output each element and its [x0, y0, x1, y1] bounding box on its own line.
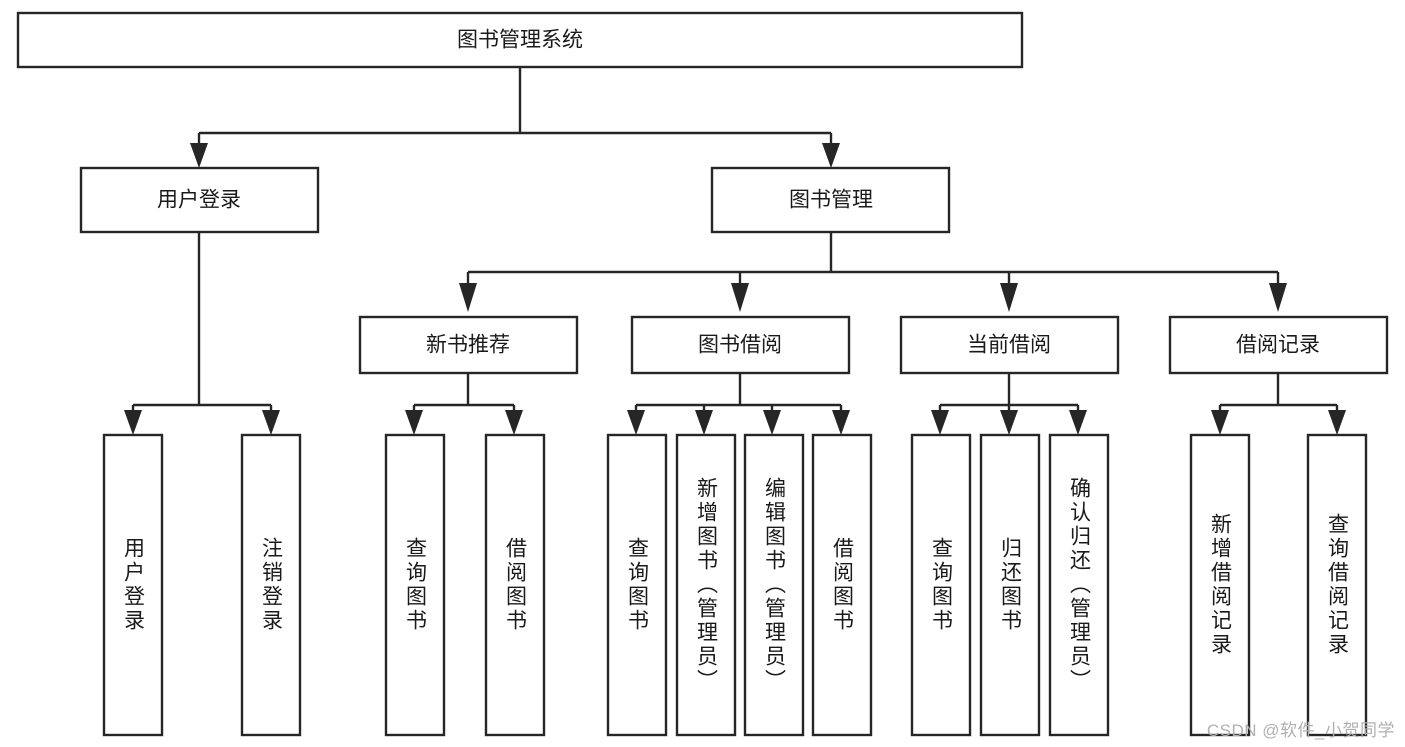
node-book-management-label: 图书管理 — [789, 189, 873, 212]
node-borrow-record-label: 借阅记录 — [1236, 334, 1320, 357]
leaf-book-borrow-edit-box — [743, 433, 805, 737]
leaf-new-book-query-box — [384, 433, 446, 737]
leaf-book-borrow-query-label: 查询图书 — [626, 537, 650, 633]
node-current-borrow-box — [899, 315, 1120, 375]
node-new-book-recommend-label: 新书推荐 — [426, 334, 510, 357]
leaf-new-book-borrow[interactable]: 借阅图书 — [484, 433, 546, 737]
node-user-login-box — [79, 166, 320, 234]
arrowhead-borrow-record — [1269, 283, 1287, 312]
arrowhead-current-borrow — [1000, 283, 1018, 312]
leaf-borrow-record-add-box — [1189, 433, 1251, 737]
leaf-current-borrow-confirm-label: 确认归还（管理员） — [1068, 477, 1092, 693]
leaf-user-login-login[interactable]: 用户登录 — [102, 433, 164, 737]
arrowhead-user-login — [190, 143, 208, 168]
leaf-book-borrow-borrow[interactable]: 借阅图书 — [811, 433, 873, 737]
arrowhead-new-book-recommend — [459, 283, 477, 312]
arrowhead-bookborrow-leaf-4 — [832, 410, 850, 435]
node-root-box — [16, 11, 1024, 69]
leaf-borrow-record-query[interactable]: 查询借阅记录 — [1306, 433, 1368, 737]
leaf-current-borrow-return-label: 归还图书 — [999, 537, 1023, 633]
arrowhead-book-borrow — [731, 283, 749, 312]
node-book-borrow-label: 图书借阅 — [698, 334, 782, 357]
leaf-book-borrow-query-box — [606, 433, 668, 737]
leaf-current-borrow-return-box — [979, 433, 1041, 737]
leaf-book-borrow-borrow-label: 借阅图书 — [831, 537, 855, 633]
arrowhead-newbook-leaf-2 — [505, 410, 523, 435]
arrowhead-currentborrow-leaf-1 — [931, 410, 949, 435]
arrowhead-currentborrow-leaf-2 — [1000, 410, 1018, 435]
leaf-user-login-logout[interactable]: 注销登录 — [240, 433, 302, 737]
arrowhead-bookborrow-leaf-1 — [627, 410, 645, 435]
node-root-book-management-system[interactable]: 图书管理系统 — [16, 11, 1024, 69]
leaf-user-login-login-label: 用户登录 — [122, 537, 146, 633]
leaf-book-borrow-add[interactable]: 新增图书（管理员） — [675, 433, 737, 737]
leaf-book-borrow-add-label: 新增图书（管理员） — [695, 477, 719, 693]
leaf-new-book-query[interactable]: 查询图书 — [384, 433, 446, 737]
leaf-new-book-borrow-label: 借阅图书 — [504, 537, 528, 633]
leaf-current-borrow-confirm[interactable]: 确认归还（管理员） — [1048, 433, 1110, 737]
leaf-borrow-record-add-label: 新增借阅记录 — [1209, 513, 1233, 657]
leaf-borrow-record-add[interactable]: 新增借阅记录 — [1189, 433, 1251, 737]
arrowhead-currentborrow-leaf-3 — [1069, 410, 1087, 435]
leaf-book-borrow-edit[interactable]: 编辑图书（管理员） — [743, 433, 805, 737]
leaf-user-login-logout-box — [240, 433, 302, 737]
arrowhead-bookborrow-leaf-2 — [695, 410, 713, 435]
leaf-current-borrow-query-label: 查询图书 — [930, 537, 954, 633]
node-current-borrow[interactable]: 当前借阅 — [899, 315, 1120, 375]
arrowhead-borrowrecord-leaf-2 — [1328, 410, 1346, 435]
node-book-management-box — [710, 166, 951, 234]
leaf-new-book-borrow-box — [484, 433, 546, 737]
node-borrow-record[interactable]: 借阅记录 — [1168, 315, 1389, 375]
node-user-login-label: 用户登录 — [157, 189, 241, 212]
node-new-book-recommend[interactable]: 新书推荐 — [358, 315, 579, 375]
leaf-new-book-query-label: 查询图书 — [404, 537, 428, 633]
leaf-borrow-record-query-box — [1306, 433, 1368, 737]
arrowhead-newbook-leaf-1 — [405, 410, 423, 435]
node-user-login[interactable]: 用户登录 — [79, 166, 320, 234]
leaf-current-borrow-query[interactable]: 查询图书 — [910, 433, 972, 737]
arrowhead-leaf-user-login — [124, 410, 142, 435]
node-current-borrow-label: 当前借阅 — [967, 334, 1051, 357]
leaf-book-borrow-query[interactable]: 查询图书 — [606, 433, 668, 737]
node-root-label: 图书管理系统 — [457, 29, 583, 52]
arrowhead-borrowrecord-leaf-1 — [1211, 410, 1229, 435]
leaf-user-login-logout-label: 注销登录 — [260, 537, 284, 633]
leaf-book-borrow-edit-label: 编辑图书（管理员） — [763, 477, 787, 693]
node-new-book-recommend-box — [358, 315, 579, 375]
arrowhead-leaf-logout — [262, 410, 280, 435]
arrowhead-bookborrow-leaf-3 — [763, 410, 781, 435]
leaf-book-borrow-borrow-box — [811, 433, 873, 737]
leaf-current-borrow-confirm-box — [1048, 433, 1110, 737]
leaf-user-login-login-box — [102, 433, 164, 737]
node-book-borrow[interactable]: 图书借阅 — [630, 315, 851, 375]
connector-layer — [124, 67, 1346, 435]
node-book-borrow-box — [630, 315, 851, 375]
node-book-management[interactable]: 图书管理 — [710, 166, 951, 234]
node-borrow-record-box — [1168, 315, 1389, 375]
leaf-book-borrow-add-box — [675, 433, 737, 737]
arrowhead-book-mgmt — [822, 143, 840, 168]
leaf-borrow-record-query-label: 查询借阅记录 — [1326, 513, 1350, 657]
leaf-current-borrow-query-box — [910, 433, 972, 737]
leaf-current-borrow-return[interactable]: 归还图书 — [979, 433, 1041, 737]
